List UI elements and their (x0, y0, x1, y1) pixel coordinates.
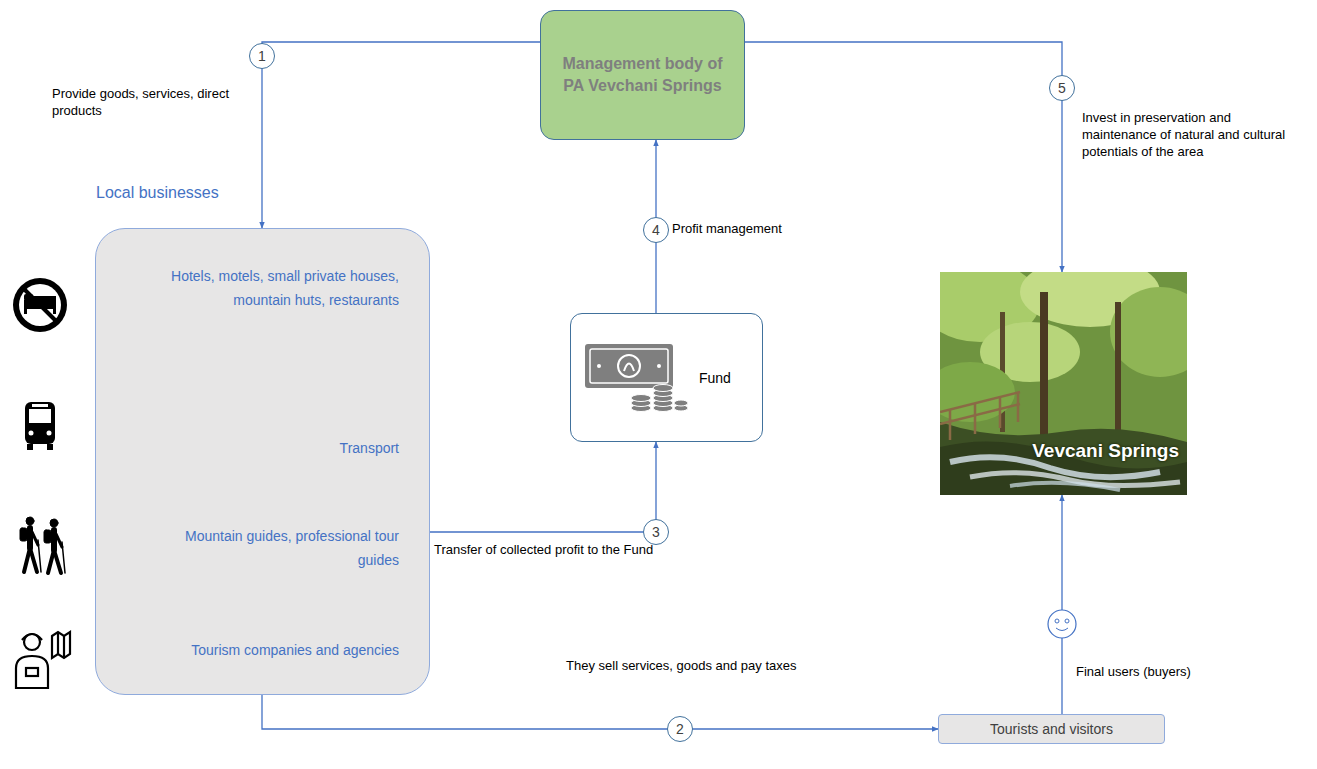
flow-arrow (1061, 495, 1062, 714)
node-text: Tourists and visitors (990, 721, 1113, 738)
visitors-box: Tourists and visitors (938, 714, 1165, 744)
business-type: Tourism companies and agencies (149, 639, 399, 663)
springs-photo (940, 272, 1187, 495)
callout-number: 5 (1049, 75, 1075, 101)
business-type: Mountain guides, professional tour guide… (149, 525, 399, 573)
bed-icon (13, 278, 67, 332)
callout-number: 2 (667, 716, 693, 742)
node-text: Fund (699, 370, 731, 387)
springs-picture: Vevcani Springs (940, 272, 1187, 495)
node-text: Management body of PA Vevchani Springs (551, 53, 734, 96)
flow-arrow (262, 42, 540, 228)
business-type: Transport (149, 437, 399, 461)
business-group: Local businessesHotels, motels, small pr… (95, 228, 430, 695)
flow-arrow (262, 695, 938, 729)
edge-label: They sell services, goods and pay taxes (566, 658, 797, 675)
callout-number: 3 (643, 519, 669, 545)
group-heading: Local businesses (96, 183, 296, 204)
fund-box: Fund (570, 313, 763, 442)
smiley-face (1048, 610, 1076, 638)
edge-label: Provide goods, services, direct products (52, 86, 242, 120)
business-type: Hotels, motels, small private houses, mo… (149, 265, 399, 313)
money-icon (583, 340, 689, 414)
node-text: Vevcani Springs (1032, 440, 1179, 463)
edge-label: Invest in preservation and maintenance o… (1082, 110, 1308, 161)
hikers-icon (20, 517, 65, 573)
bus-icon (25, 402, 55, 450)
management-box: Management body of PA Vevchani Springs (540, 10, 745, 140)
flow-arrow (745, 42, 1062, 272)
edge-label: Final users (buyers) (1076, 664, 1191, 681)
edge-label: Profit management (672, 221, 782, 238)
edge-label: Transfer of collected profit to the Fund (434, 542, 653, 559)
callout-number: 1 (249, 43, 275, 69)
guide-icon (16, 632, 70, 688)
flow-arrow (430, 442, 656, 532)
callout-number: 4 (643, 217, 669, 243)
